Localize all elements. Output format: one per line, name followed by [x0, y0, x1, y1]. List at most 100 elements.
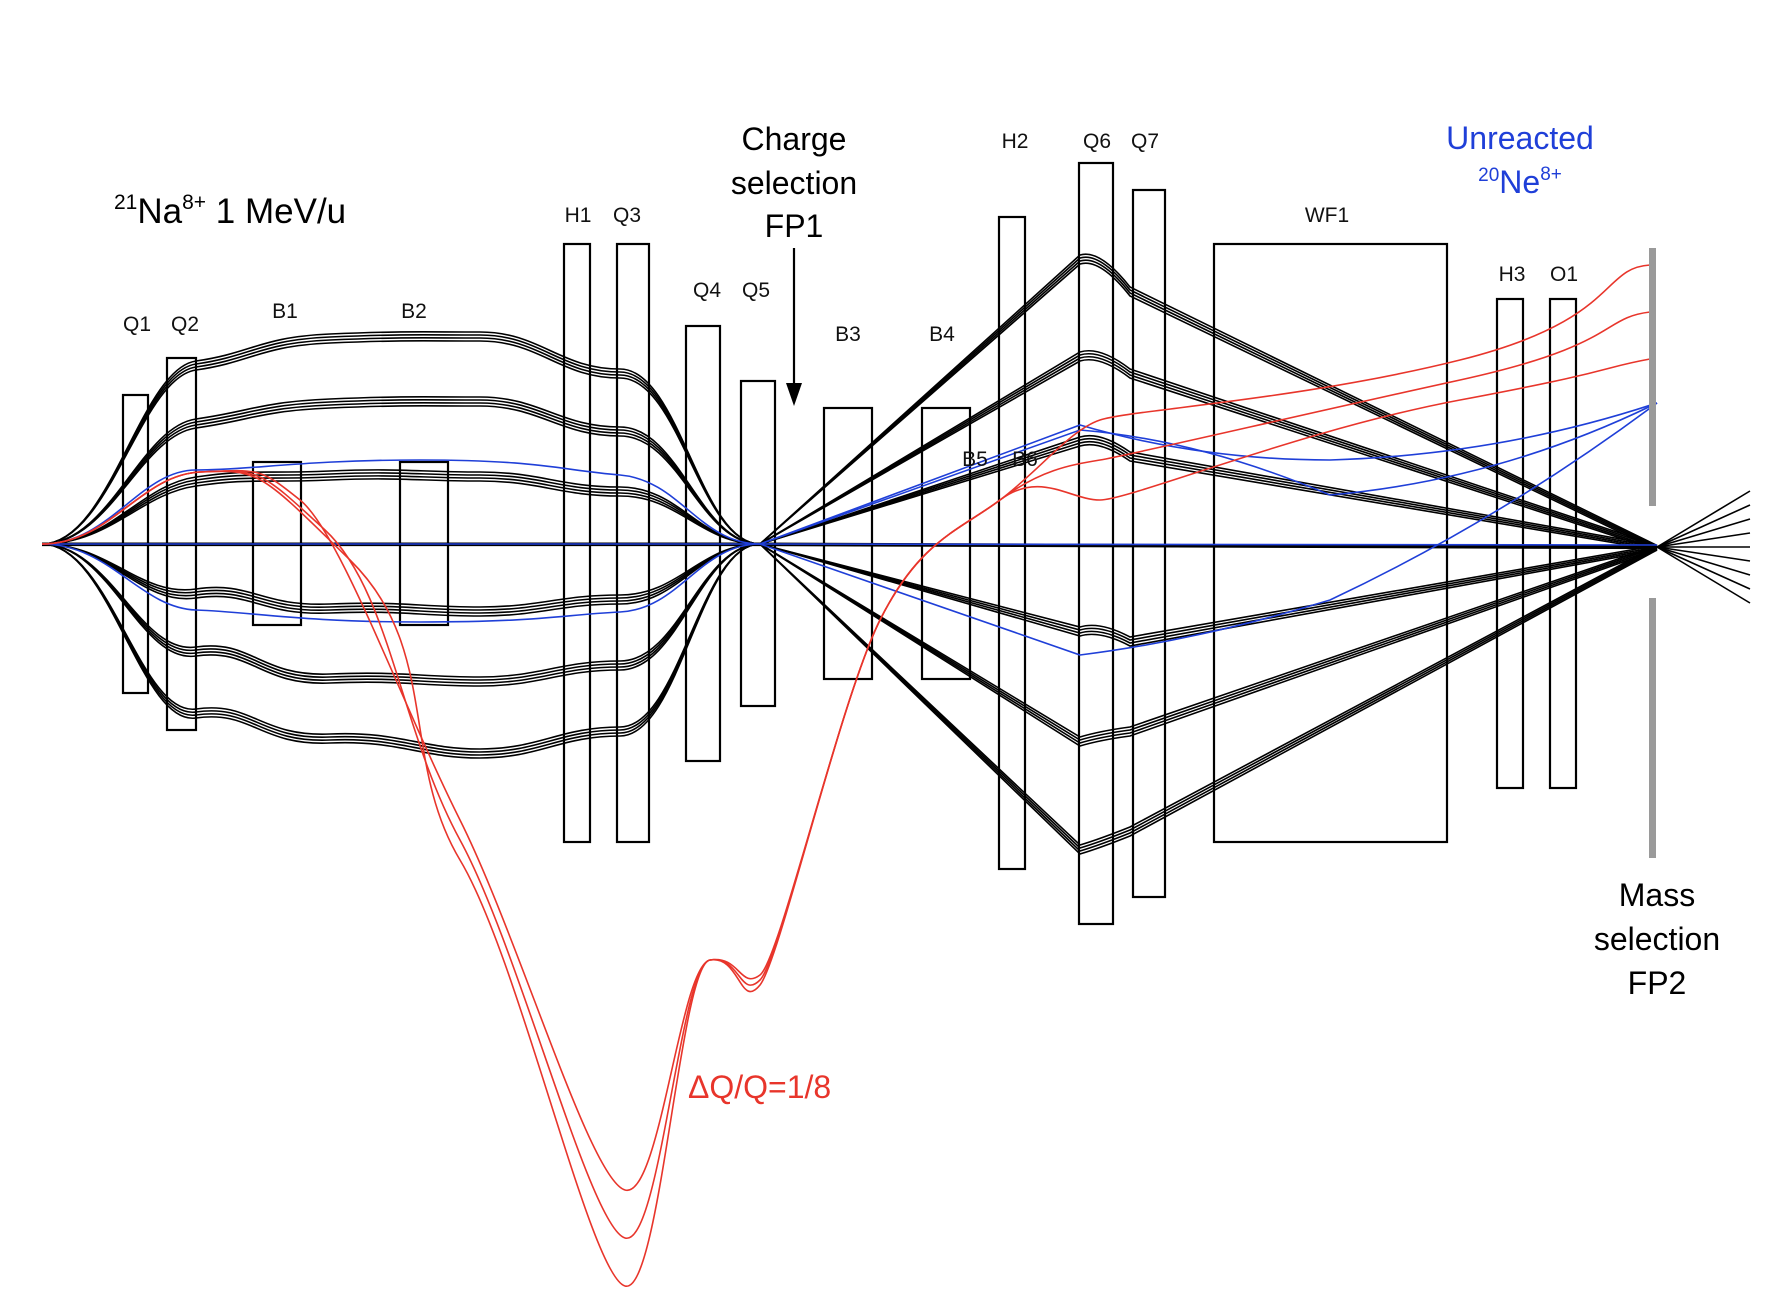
- charge-state: 8+: [182, 191, 206, 214]
- fp1-arrow-head: [786, 383, 802, 406]
- main-beam-trajectory: [41, 472, 761, 545]
- unreacted-charge: 8+: [1540, 164, 1562, 185]
- h2-element: [997, 215, 1027, 871]
- main-beam-trajectory: [759, 543, 1658, 638]
- main-beam-exit-trajectory: [1656, 546, 1751, 604]
- main-beam-trajectory: [759, 350, 1658, 547]
- o1-label: O1: [1550, 263, 1578, 286]
- main-beam-trajectory: [41, 469, 761, 545]
- b5-label: B5: [962, 448, 988, 471]
- main-beam-trajectory: [41, 340, 761, 545]
- main-beam-trajectory: [41, 543, 761, 687]
- main-beam-trajectory: [759, 443, 1658, 551]
- o1-element: [1548, 297, 1578, 790]
- main-beam-exit-trajectory: [1656, 546, 1751, 562]
- main-beam-trajectory: [759, 543, 1658, 741]
- q1-label: Q1: [123, 313, 151, 336]
- fp2-slit-lower: [1649, 598, 1656, 858]
- unreacted-symbol: Ne: [1499, 164, 1540, 200]
- charge-state-trajectory: [41, 358, 1651, 1287]
- mass-selection-label: Mass selection FP2: [1594, 877, 1720, 1001]
- charge-state-trajectory: [41, 264, 1651, 1191]
- main-beam-trajectory: [759, 440, 1658, 550]
- main-beam-trajectory: [41, 543, 761, 684]
- main-beam-trajectory: [759, 359, 1658, 551]
- main-beam-trajectory: [759, 543, 1658, 738]
- q5-label: Q5: [742, 279, 770, 302]
- main-beam-trajectory: [41, 396, 761, 545]
- main-beam-trajectory: [759, 543, 1658, 647]
- main-beam-exit-trajectory: [1656, 504, 1751, 548]
- main-beam-trajectory: [41, 543, 761, 608]
- charge-state-trajectories: [41, 264, 1651, 1287]
- main-beam-exit-trajectory: [1656, 532, 1751, 548]
- h1-label: H1: [565, 204, 592, 227]
- h3-element: [1495, 297, 1525, 790]
- mass-selection-line2: selection: [1594, 921, 1720, 957]
- b4-label: B4: [929, 323, 955, 346]
- q4-label: Q4: [693, 279, 721, 302]
- main-beam-trajectory: [41, 543, 761, 756]
- charge-selection-line1: Charge: [742, 121, 847, 157]
- unreacted-label: Unreacted 20Ne8+: [1446, 120, 1594, 200]
- main-beam-exit-trajectory: [1656, 518, 1751, 548]
- main-beam-trajectory: [41, 543, 761, 753]
- q2-label: Q2: [171, 313, 199, 336]
- main-beam-trajectory: [759, 353, 1658, 548]
- mass-selection-line1: Mass: [1619, 877, 1695, 913]
- main-beam-trajectory: [759, 543, 1658, 846]
- charge-state-trajectory: [41, 311, 1651, 1239]
- h3-label: H3: [1499, 263, 1526, 286]
- main-beam-trajectory: [41, 543, 761, 750]
- main-beam-trajectory: [759, 356, 1658, 550]
- charge-selection-line2: selection: [731, 165, 857, 201]
- main-beam-trajectory: [759, 543, 1658, 747]
- main-beam-exit-trajectory: [1656, 490, 1751, 548]
- main-beam-trajectory: [759, 543, 1658, 641]
- b1-label: B1: [272, 300, 298, 323]
- main-beam-trajectory: [41, 475, 761, 545]
- q7-label: Q7: [1131, 130, 1159, 153]
- isotope-symbol: Na: [137, 192, 182, 231]
- wf1-element: [1212, 242, 1449, 844]
- main-beam-trajectory: [41, 399, 761, 545]
- main-beam-trajectory: [41, 405, 761, 545]
- main-beam-trajectory: [759, 253, 1658, 547]
- main-beam-trajectory: [759, 256, 1658, 548]
- b3-label: B3: [835, 323, 861, 346]
- unreacted-trajectory: [41, 402, 1658, 545]
- main-beam-trajectory: [41, 478, 761, 545]
- unreacted-mass: 20: [1478, 165, 1499, 186]
- b2-label: B2: [401, 300, 427, 323]
- main-beam-trajectory: [759, 434, 1658, 547]
- unreacted-trajectory: [759, 402, 1658, 545]
- beam-title: 21Na8+ 1 MeV/u: [114, 191, 346, 231]
- charge-selection-label: Charge selection FP1: [731, 121, 857, 244]
- charge-selection-line3: FP1: [765, 208, 824, 244]
- main-beam-trajectory: [41, 543, 761, 614]
- main-beam-trajectory: [41, 337, 761, 545]
- unreacted-line1: Unreacted: [1446, 120, 1594, 156]
- unreacted-trajectory: [42, 543, 1658, 546]
- beam-energy: 1 MeV/u: [206, 192, 346, 231]
- b6-label: B6: [1012, 448, 1038, 471]
- main-beam-trajectories: [41, 253, 1751, 855]
- h2-label: H2: [1002, 130, 1029, 153]
- main-beam-trajectory: [41, 543, 761, 678]
- q6-element: [1077, 161, 1115, 926]
- main-beam-exit-trajectory: [1656, 546, 1751, 576]
- isotope-mass: 21: [114, 191, 137, 214]
- unreacted-trajectories: [41, 402, 1658, 656]
- main-beam-trajectory: [41, 334, 761, 545]
- main-beam-exit-trajectory: [1656, 546, 1751, 590]
- main-beam-trajectory: [759, 262, 1658, 551]
- main-beam-trajectory: [41, 543, 761, 611]
- mass-selection-line3: FP2: [1628, 965, 1687, 1001]
- q7-element: [1131, 188, 1167, 899]
- main-beam-trajectory: [41, 543, 761, 617]
- delta-q-label: ΔQ/Q=1/8: [688, 1069, 831, 1105]
- q3-label: Q3: [613, 204, 641, 227]
- main-beam-trajectory: [759, 543, 1658, 744]
- main-beam-trajectory: [41, 543, 761, 759]
